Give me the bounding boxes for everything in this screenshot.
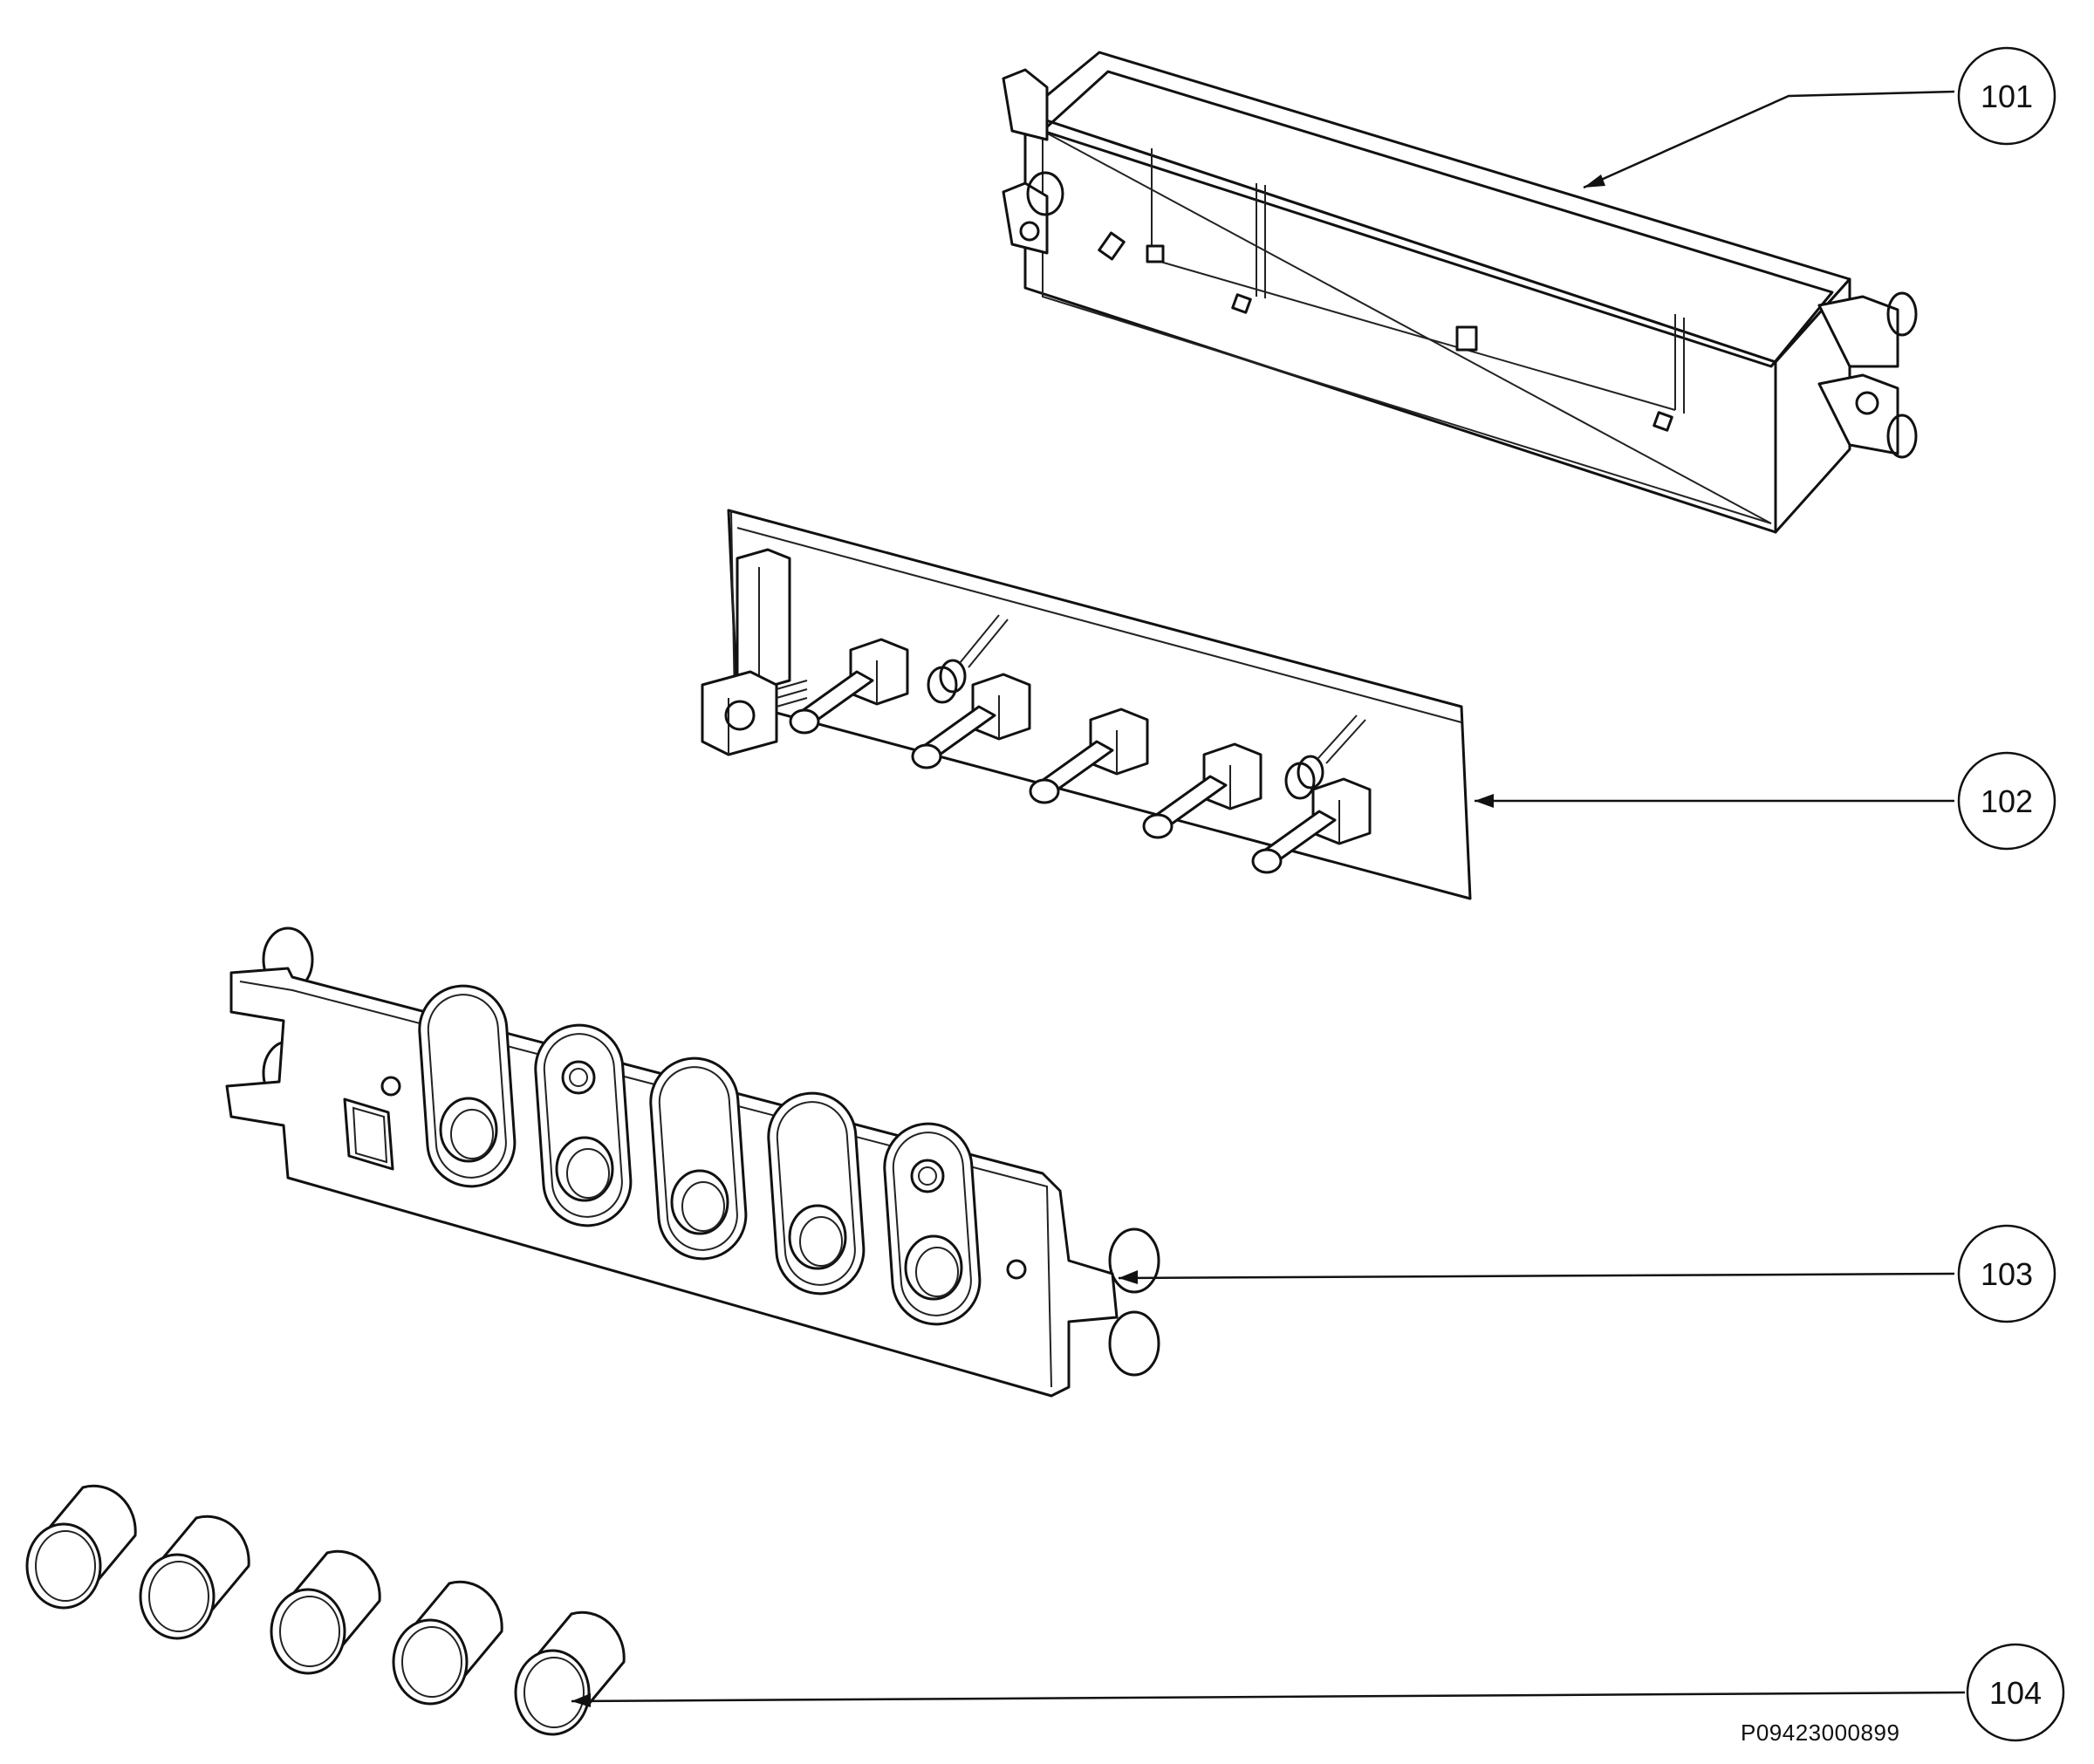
button-cap	[270, 1549, 381, 1675]
button-cap	[25, 1484, 137, 1610]
board-switch	[1251, 777, 1372, 874]
button-cap	[139, 1514, 250, 1640]
callout-103: 103	[1957, 1224, 2056, 1323]
button-cap	[392, 1580, 503, 1706]
panel-slot	[418, 984, 517, 1188]
callout-104: 104	[1966, 1643, 2065, 1742]
panel-slot	[767, 1091, 866, 1296]
part-104-buttons	[25, 1484, 626, 1736]
part-101-housing	[1002, 51, 1918, 534]
board-switch	[1029, 708, 1149, 804]
board-switch	[911, 673, 1031, 769]
board-switch	[1142, 742, 1263, 839]
leaders	[571, 90, 1966, 1707]
panel-button-slots	[418, 984, 982, 1326]
panel-slot	[883, 1122, 982, 1326]
panel-slot	[649, 1056, 748, 1261]
panel-slot	[534, 1023, 633, 1227]
callout-102: 102	[1957, 751, 2056, 851]
callout-101: 101	[1957, 46, 2056, 146]
callout-102-label: 102	[1981, 783, 2033, 819]
board-switches	[789, 638, 1372, 874]
part-102-circuit-board	[701, 509, 1472, 900]
drawing-code: P09423000899	[1741, 1720, 1899, 1746]
board-switch	[789, 638, 909, 735]
button-cap	[514, 1610, 626, 1736]
callout-101-label: 101	[1981, 79, 2033, 114]
callout-103-label: 103	[1981, 1256, 2033, 1292]
callout-104-label: 104	[1989, 1675, 2042, 1711]
